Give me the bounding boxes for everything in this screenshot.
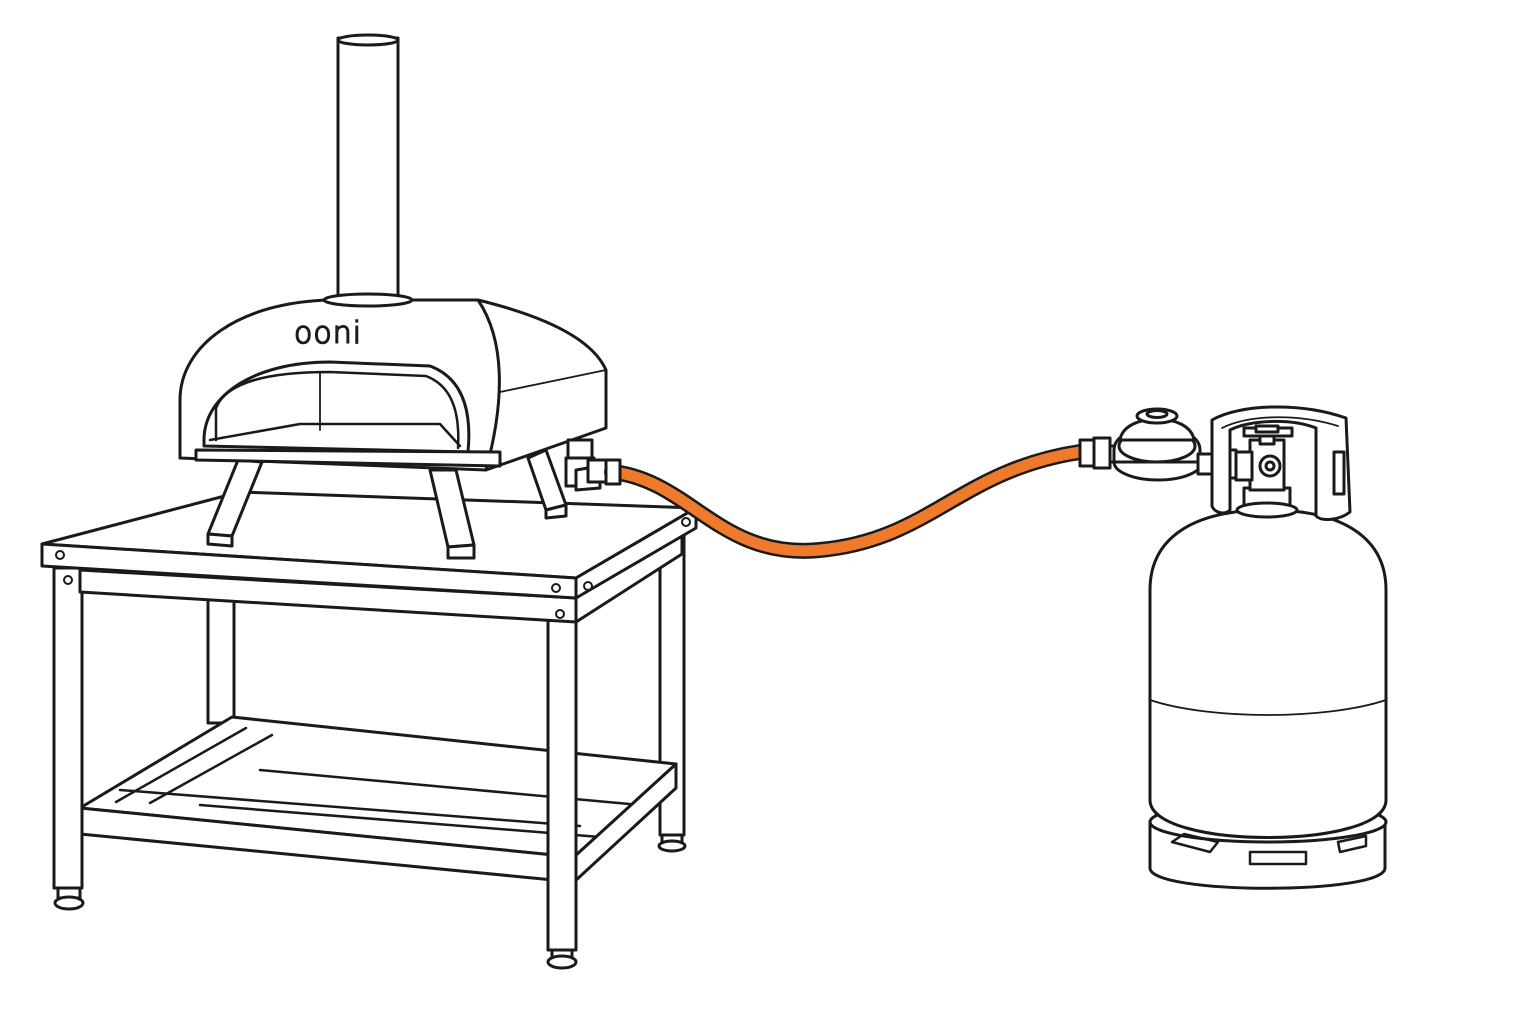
gas-cylinder-icon bbox=[1148, 405, 1388, 890]
pizza-oven-icon: ooni bbox=[178, 33, 616, 560]
steel-table-icon bbox=[40, 490, 698, 970]
oven-brand-label: ooni bbox=[294, 316, 362, 351]
gas-hose-icon bbox=[604, 436, 1112, 559]
